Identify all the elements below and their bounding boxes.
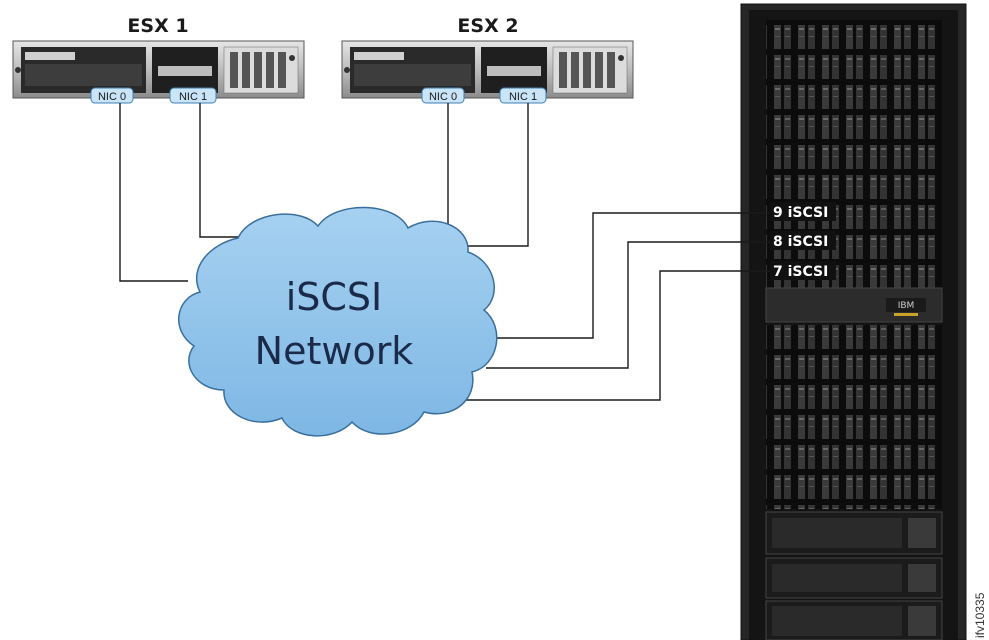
- cloud-label-line2: Network: [255, 329, 414, 373]
- nic-0-port: NIC 0: [90, 87, 134, 104]
- nic-1-port: NIC 1: [499, 87, 547, 104]
- rack-expansion-units: [765, 511, 943, 640]
- server-chassis: [341, 40, 634, 99]
- iscsi-network-cloud: iSCSI Network: [178, 206, 498, 437]
- figure-id: ifv10335: [973, 592, 987, 638]
- cable-esx2-nic0: [425, 103, 449, 231]
- nic-label: NIC 0: [429, 91, 457, 103]
- iscsi-port-7: 7 iSCSI: [770, 261, 836, 280]
- cable-esx1-nic1: [199, 103, 238, 238]
- server-esx-1: ESX 1 NIC 0 NIC 1: [12, 15, 305, 104]
- nic-0-port: NIC 0: [421, 87, 465, 104]
- cable-esx2-nic1: [448, 103, 529, 247]
- drive-bays-lower: [766, 325, 942, 509]
- cloud-shape: [178, 206, 498, 437]
- server-title: ESX 1: [127, 15, 188, 37]
- port-label: 8 iSCSI: [773, 234, 828, 250]
- iscsi-port-8: 8 iSCSI: [770, 231, 836, 250]
- server-esx-2: ESX 2 NIC 0 NIC 1: [341, 15, 634, 104]
- cable-esx1-nic0: [119, 103, 188, 282]
- server-chassis: [12, 40, 305, 99]
- cable-port-9: [488, 212, 770, 339]
- cable-port-7: [466, 270, 770, 401]
- brand-logo: IBM: [898, 301, 915, 311]
- nic-label: NIC 0: [98, 91, 126, 103]
- rack-controller-panel: IBM: [765, 287, 943, 323]
- cloud-label-line1: iSCSI: [286, 275, 383, 319]
- nic-label: NIC 1: [509, 91, 537, 103]
- server-title: ESX 2: [457, 15, 518, 37]
- cable-port-8: [486, 241, 770, 369]
- nic-1-port: NIC 1: [169, 87, 217, 104]
- iscsi-port-9: 9 iSCSI: [770, 202, 836, 221]
- nic-label: NIC 1: [179, 91, 207, 103]
- port-label: 9 iSCSI: [773, 205, 828, 221]
- port-label: 7 iSCSI: [773, 264, 828, 280]
- storage-rack: IBM 9 iSCSI 8 iSCSI 7 iSCSI: [740, 3, 967, 640]
